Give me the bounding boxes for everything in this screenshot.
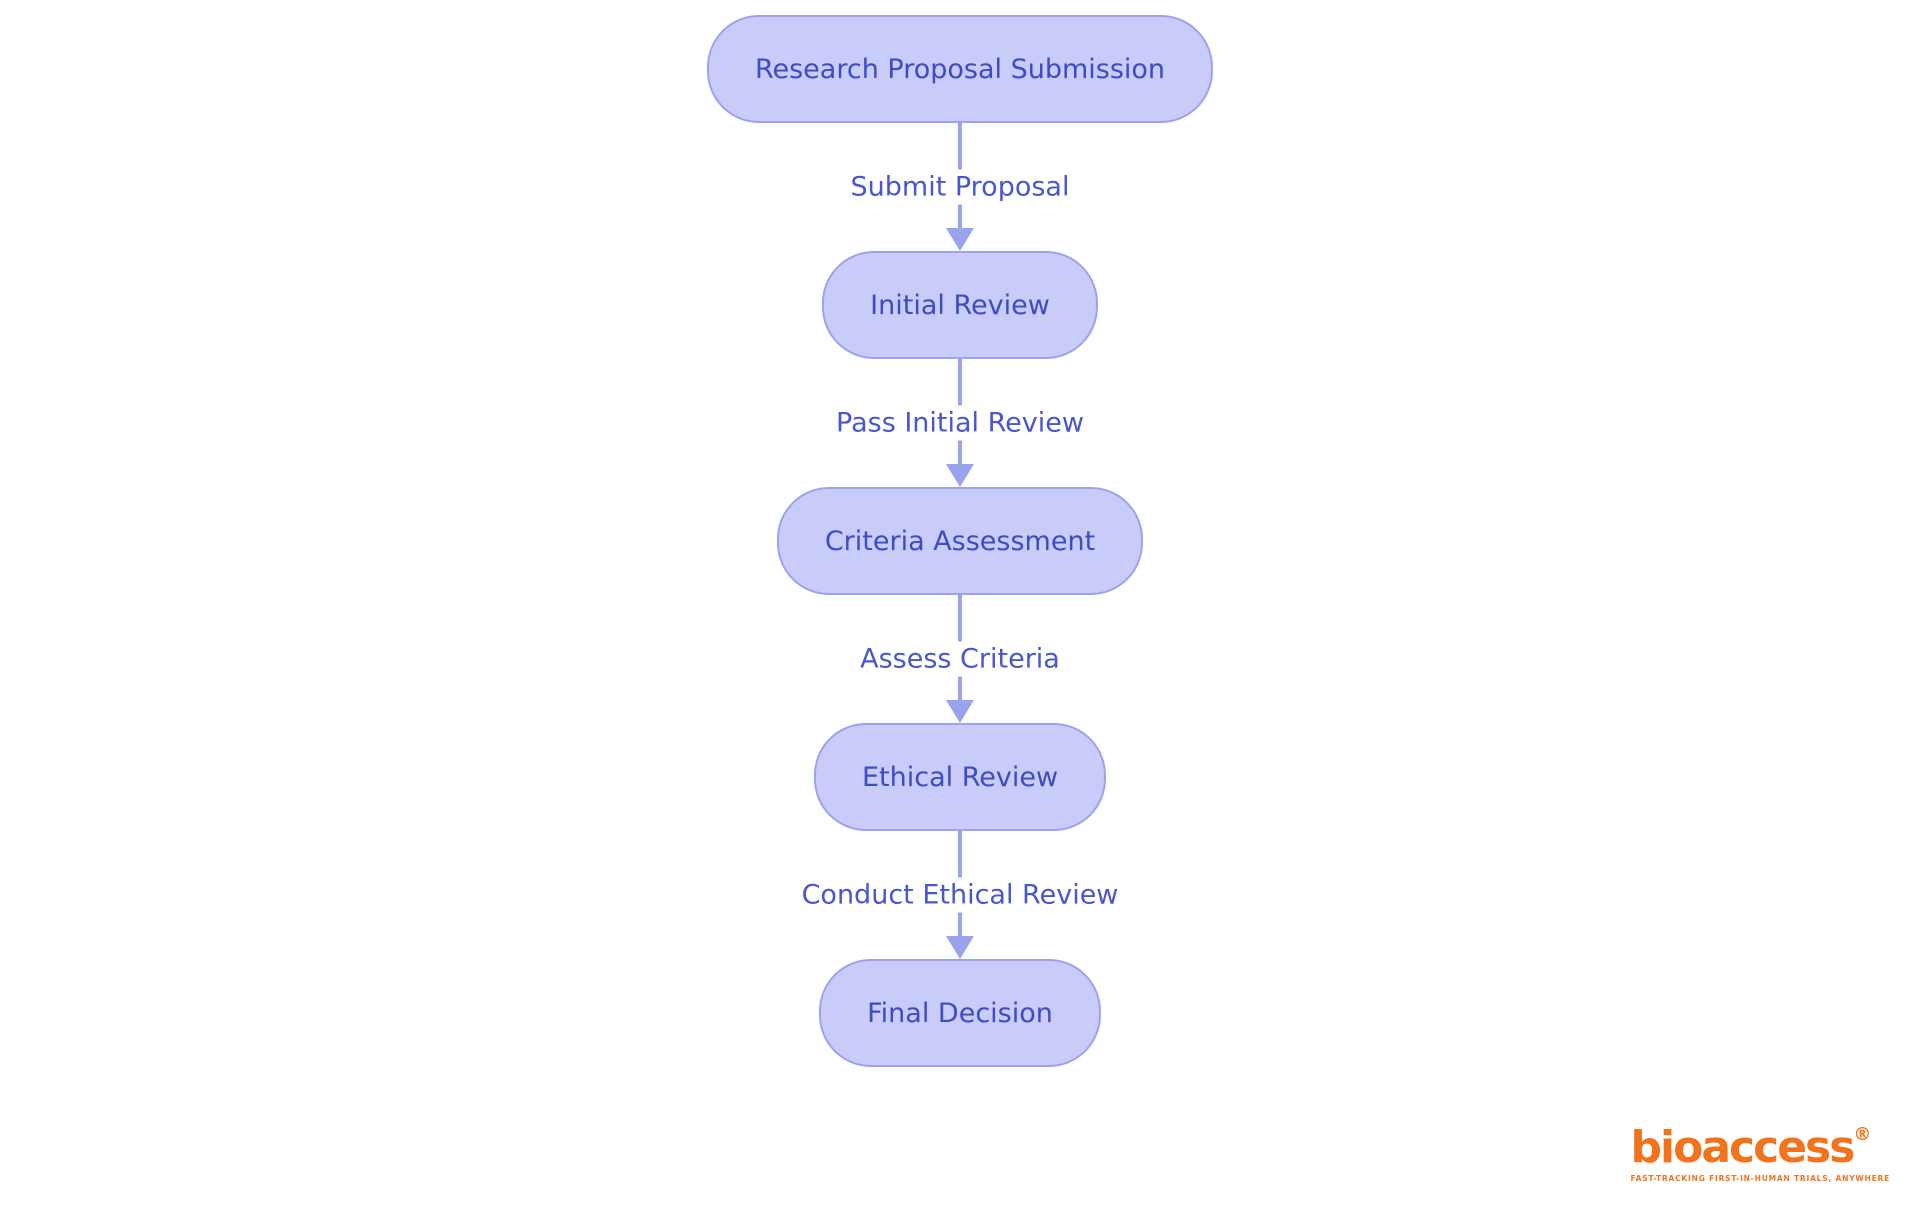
registered-trademark-icon: ® — [1853, 1124, 1872, 1145]
bioaccess-logo-tagline: FAST-TRACKING FIRST-IN-HUMAN TRIALS, ANY… — [1630, 1174, 1890, 1183]
flowchart: Research Proposal Submission Submit Prop… — [706, 15, 1214, 1067]
edge-submit-proposal: Submit Proposal — [707, 123, 1213, 251]
arrow-down-icon — [945, 936, 974, 959]
node-final-decision: Final Decision — [819, 959, 1101, 1067]
arrow-down-icon — [945, 464, 974, 487]
bioaccess-logo-wordmark: bioaccess® — [1631, 1126, 1890, 1170]
node-research-proposal-submission: Research Proposal Submission — [706, 15, 1214, 123]
edge-label: Conduct Ethical Review — [791, 877, 1129, 913]
edge-label: Assess Criteria — [850, 641, 1070, 677]
node-initial-review: Initial Review — [822, 251, 1098, 359]
arrow-down-icon — [945, 228, 974, 251]
node-ethical-review: Ethical Review — [813, 723, 1107, 831]
node-label: Initial Review — [870, 289, 1050, 321]
node-label: Ethical Review — [861, 761, 1059, 793]
edge-label: Pass Initial Review — [826, 405, 1094, 441]
edge-assess-criteria: Assess Criteria — [707, 595, 1213, 723]
edge-pass-initial-review: Pass Initial Review — [707, 359, 1213, 487]
node-label: Criteria Assessment — [824, 525, 1096, 557]
node-label: Final Decision — [867, 997, 1053, 1029]
node-criteria-assessment: Criteria Assessment — [776, 487, 1144, 595]
bioaccess-logo: bioaccess® FAST-TRACKING FIRST-IN-HUMAN … — [1630, 1126, 1890, 1184]
node-label: Research Proposal Submission — [754, 53, 1166, 85]
edge-label: Submit Proposal — [840, 169, 1080, 205]
logo-text: bioaccess — [1630, 1122, 1856, 1173]
edge-conduct-ethical-review: Conduct Ethical Review — [707, 831, 1213, 959]
arrow-down-icon — [945, 700, 974, 723]
